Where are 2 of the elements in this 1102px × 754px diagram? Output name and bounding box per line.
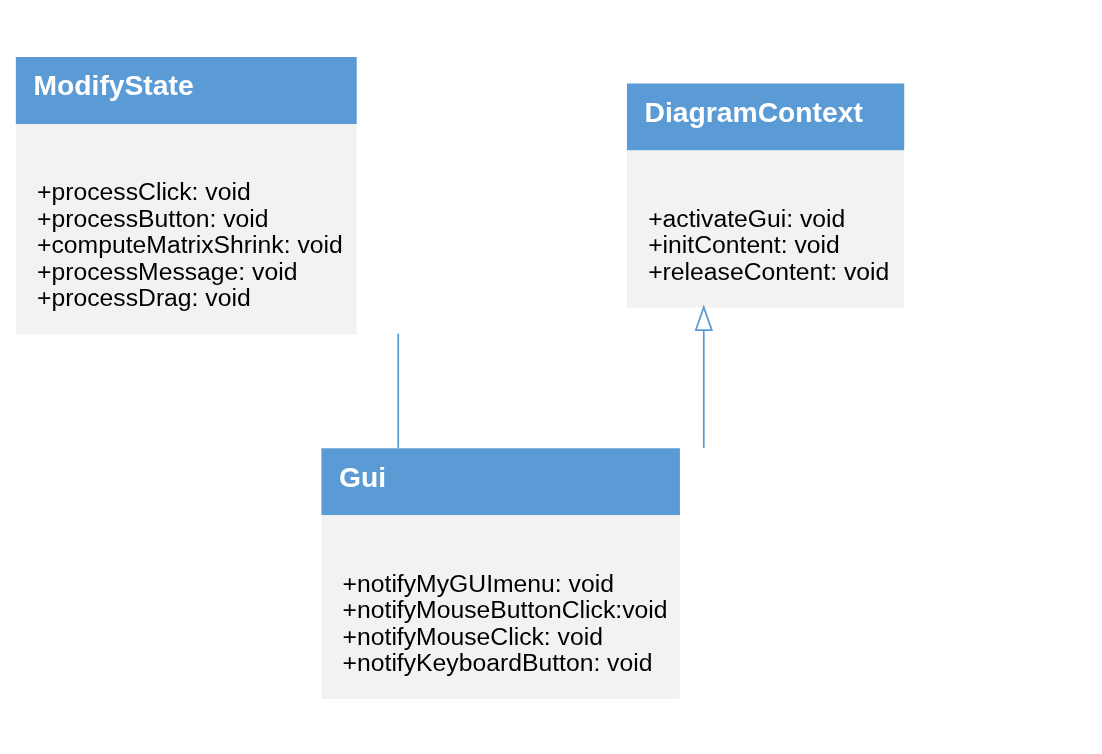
- arrow: [694, 304, 714, 449]
- connector: [397, 332, 400, 449]
